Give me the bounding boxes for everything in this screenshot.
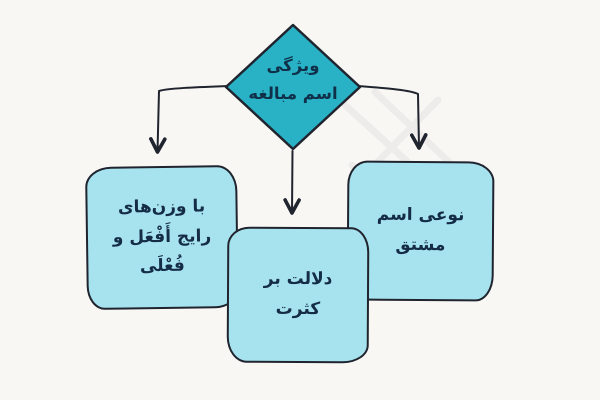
root-node-label: ویژگی اسم مبالغه: [228, 52, 358, 108]
arrow-to-left-box: [149, 85, 230, 154]
node-middle-abundance: دلالت بر کثرت: [226, 226, 370, 364]
node-left-patterns: با وزن‌های رایج أَفْعَل و فُعْلَى: [85, 164, 239, 311]
node-left-line-3: فُعْلَى: [139, 256, 185, 277]
root-node-line-1: ویژگی: [266, 56, 320, 75]
node-right-line-2: مشتق: [395, 234, 446, 256]
root-diamond-shape: [224, 23, 362, 151]
node-middle-line-1: دلالت بر: [263, 269, 333, 290]
arrow-to-right-box: [357, 85, 428, 150]
node-middle-line-2: کثرت: [275, 298, 321, 320]
arrow-to-middle-box: [283, 150, 301, 215]
node-right-line-1: نوعی اسم: [376, 204, 465, 226]
node-left-line-1: با وزن‌های: [117, 196, 206, 218]
root-node-line-2: اسم مبالغه: [248, 84, 338, 104]
node-left-line-2: رایج أَفْعَل و: [112, 225, 212, 248]
